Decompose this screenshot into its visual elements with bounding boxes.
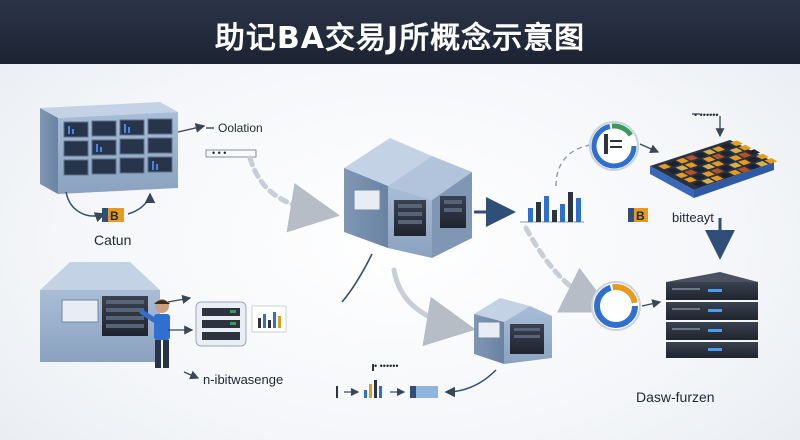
- matrix-cell: [730, 140, 743, 147]
- diagram-canvas: B: [40, 102, 778, 398]
- matrix-cell: [684, 169, 698, 176]
- matrix-cell: [764, 158, 778, 164]
- matrix-cell: [720, 150, 734, 157]
- matrix-cell: [666, 168, 680, 174]
- right-mid-caption: bitteayt: [672, 210, 714, 225]
- arrow-icon: [641, 299, 662, 309]
- svg-text:B: B: [636, 209, 645, 223]
- arrow-icon: [247, 155, 340, 233]
- matrix-cell: [702, 163, 716, 170]
- badge-icon: B: [628, 208, 648, 223]
- matrix-cell: [728, 169, 742, 176]
- page-title: 助记BA交易J所概念示意图: [214, 21, 586, 56]
- matrix-cell: [701, 178, 715, 184]
- matrix-cell: [676, 157, 689, 164]
- matrix-cell: [701, 171, 715, 177]
- matrix-cell: [693, 159, 707, 165]
- data-center-building-icon: [474, 298, 552, 364]
- matrix-cell: [710, 175, 724, 182]
- matrix-board-icon: [650, 140, 778, 198]
- matrix-cell: [738, 144, 752, 151]
- arrow-icon: [127, 192, 156, 215]
- top-left-arrow-label: Oolation: [218, 121, 263, 135]
- matrix-cell: [710, 168, 724, 174]
- server-stack-icon: [666, 272, 758, 358]
- matrix-cell: [685, 155, 698, 161]
- person-icon: [139, 299, 170, 368]
- arrow-icon: [177, 123, 206, 133]
- mini-bar-chart: [205, 149, 257, 158]
- badge-icon: B: [102, 208, 124, 223]
- svg-text:B: B: [110, 209, 119, 223]
- top-left-small-label: • • •: [212, 148, 227, 158]
- bar-chart-icon: [251, 305, 287, 333]
- arrow-icon: [167, 294, 192, 304]
- connector-line: [341, 253, 373, 303]
- arrow-icon: [391, 267, 476, 347]
- matrix-cell: [737, 166, 751, 173]
- left-caption: Catun: [94, 232, 132, 248]
- matrix-cell: [694, 152, 707, 158]
- bottom-left-caption: n-ibitwasenge: [203, 372, 284, 387]
- matrix-cell: [684, 162, 698, 168]
- matrix-cell: [721, 143, 734, 149]
- matrix-cell: [755, 161, 769, 167]
- matrix-cell: [683, 176, 697, 183]
- bar-chart-icon: [520, 192, 584, 223]
- matrix-cell: [667, 160, 680, 167]
- donut-chart-icon: [589, 121, 639, 171]
- matrix-cell: [693, 166, 707, 173]
- matrix-cell: [746, 163, 760, 170]
- arrow-icon: [639, 143, 660, 153]
- matrix-cell: [729, 155, 743, 161]
- matrix-cell: [711, 153, 725, 160]
- matrix-cell: [738, 152, 752, 158]
- matrix-cell: [712, 146, 725, 152]
- matrix-cell: [747, 149, 761, 155]
- right-top-small-label: • ••••••: [694, 110, 719, 120]
- arrow-icon: [444, 369, 497, 398]
- title-bar: 助记BA交易J所概念示意图: [0, 0, 800, 64]
- bottom-center-small-label: • ••••••: [374, 361, 399, 371]
- matrix-cell: [729, 147, 743, 154]
- matrix-cell: [703, 149, 716, 155]
- server-rack-icon: [195, 301, 247, 347]
- matrix-cell: [702, 156, 716, 163]
- arrow-icon: [65, 191, 106, 223]
- data-center-building-icon: [344, 138, 472, 258]
- matrix-cell: [728, 162, 742, 168]
- matrix-cell: [675, 172, 689, 179]
- data-center-building-icon: [40, 262, 160, 362]
- matrix-cell: [692, 181, 706, 187]
- bar-chart-icon: [336, 380, 438, 398]
- right-bottom-caption: Dasw-furzen: [636, 389, 715, 405]
- matrix-cell: [658, 163, 671, 170]
- matrix-cell: [692, 174, 706, 180]
- matrix-cell: [719, 165, 733, 171]
- matrix-cell: [711, 160, 725, 167]
- donut-chart-icon: [591, 281, 641, 331]
- server-rack-icon: [40, 102, 178, 194]
- matrix-cell: [737, 159, 751, 166]
- matrix-cell: [746, 156, 760, 163]
- matrix-cell: [675, 165, 689, 171]
- matrix-cell: [755, 153, 769, 160]
- matrix-cell: [720, 158, 734, 164]
- arrow-icon: [523, 225, 613, 313]
- matrix-cell: [719, 172, 733, 179]
- arrow-icon: [183, 370, 200, 380]
